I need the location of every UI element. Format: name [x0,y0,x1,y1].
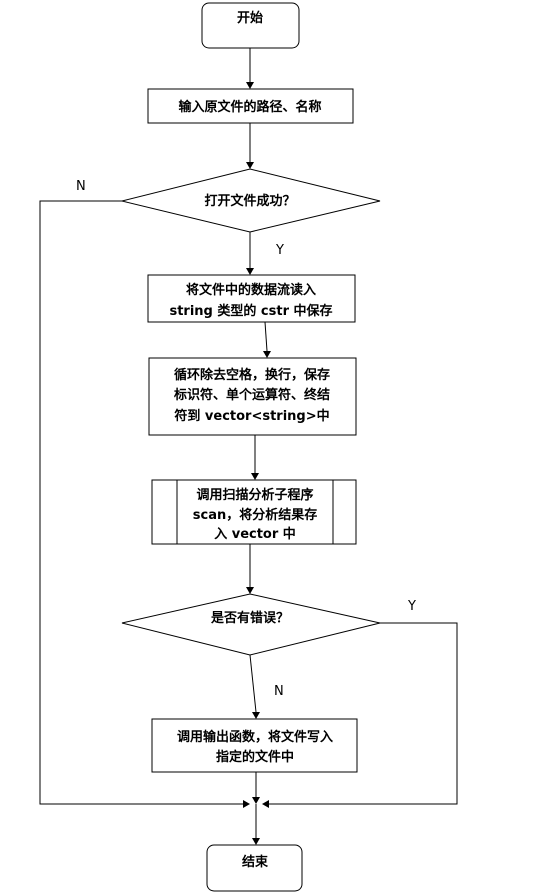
edge-read-loop [264,321,268,352]
error-check-label: 是否有错误？ [210,610,289,626]
start-label: 开始 [237,10,263,26]
start-terminal [201,2,300,49]
scan-call-line-3: 入 vector 中 [214,526,296,542]
arrowhead [252,797,260,804]
end-label: 结束 [242,854,269,870]
output-call-line-1: 调用输出函数，将文件写入 [177,729,333,745]
read-stream-node: 将文件中的数据流读入 string 类型的 cstr 中保存 [147,274,356,323]
open-check-yes-label: Y [275,243,284,258]
edge-error-output [249,654,257,713]
error-check-yes-label: Y [407,599,416,614]
end-terminal [206,844,303,892]
open-check-node: 打开文件成功？ [121,168,381,233]
scan-subroutine-box [151,479,357,545]
arrowhead [246,268,254,275]
scan-call-node: 调用扫描分析子程序 scan，将分析结果存 入 vector 中 [151,479,357,545]
open-check-no-label: N [76,179,86,194]
arrowhead [252,712,260,719]
input-label: 输入原文件的路径、名称 [178,99,321,115]
loop-process-box [148,357,357,436]
output-call-line-2: 指定的文件中 [216,749,294,765]
error-check-node: 是否有错误？ [121,593,381,656]
error-check-no-label: N [274,684,284,699]
arrowhead [243,800,250,808]
loop-process-line-3: 符到 vector<string>中 [174,408,329,424]
scan-call-line-2: scan，将分析结果存 [193,507,317,523]
arrowhead [246,587,254,594]
loop-process-node: 循环除去空格，换行，保存 标识符、单个运算符、终结 符到 vector<stri… [148,357,357,436]
arrowhead [263,351,271,358]
input-process-box [147,88,354,124]
edge-error-yes-branch [269,622,458,805]
read-stream-process-box [147,274,356,323]
read-stream-line-2: string 类型的 cstr 中保存 [169,303,332,319]
open-check-label: 打开文件成功？ [204,193,295,209]
scan-call-line-1: 调用扫描分析子程序 [196,487,313,503]
loop-process-line-2: 标识符、单个运算符、终结 [173,387,330,403]
connectors [39,48,458,845]
arrowhead [251,473,259,480]
loop-process-line-1: 循环除去空格，换行，保存 [174,367,330,383]
end-node: 结束 [206,844,303,892]
arrowhead [262,800,269,808]
start-node: 开始 [201,2,300,49]
input-node: 输入原文件的路径、名称 [147,88,354,124]
arrowhead [246,162,254,169]
output-call-node: 调用输出函数，将文件写入 指定的文件中 [151,718,358,773]
arrowhead [246,82,254,89]
edge-open-fail-branch [39,200,243,805]
arrowhead [252,838,260,845]
error-check-decision [121,593,381,656]
read-stream-line-1: 将文件中的数据流读入 [186,282,316,298]
output-process-box [151,718,358,773]
open-check-decision [121,168,381,233]
